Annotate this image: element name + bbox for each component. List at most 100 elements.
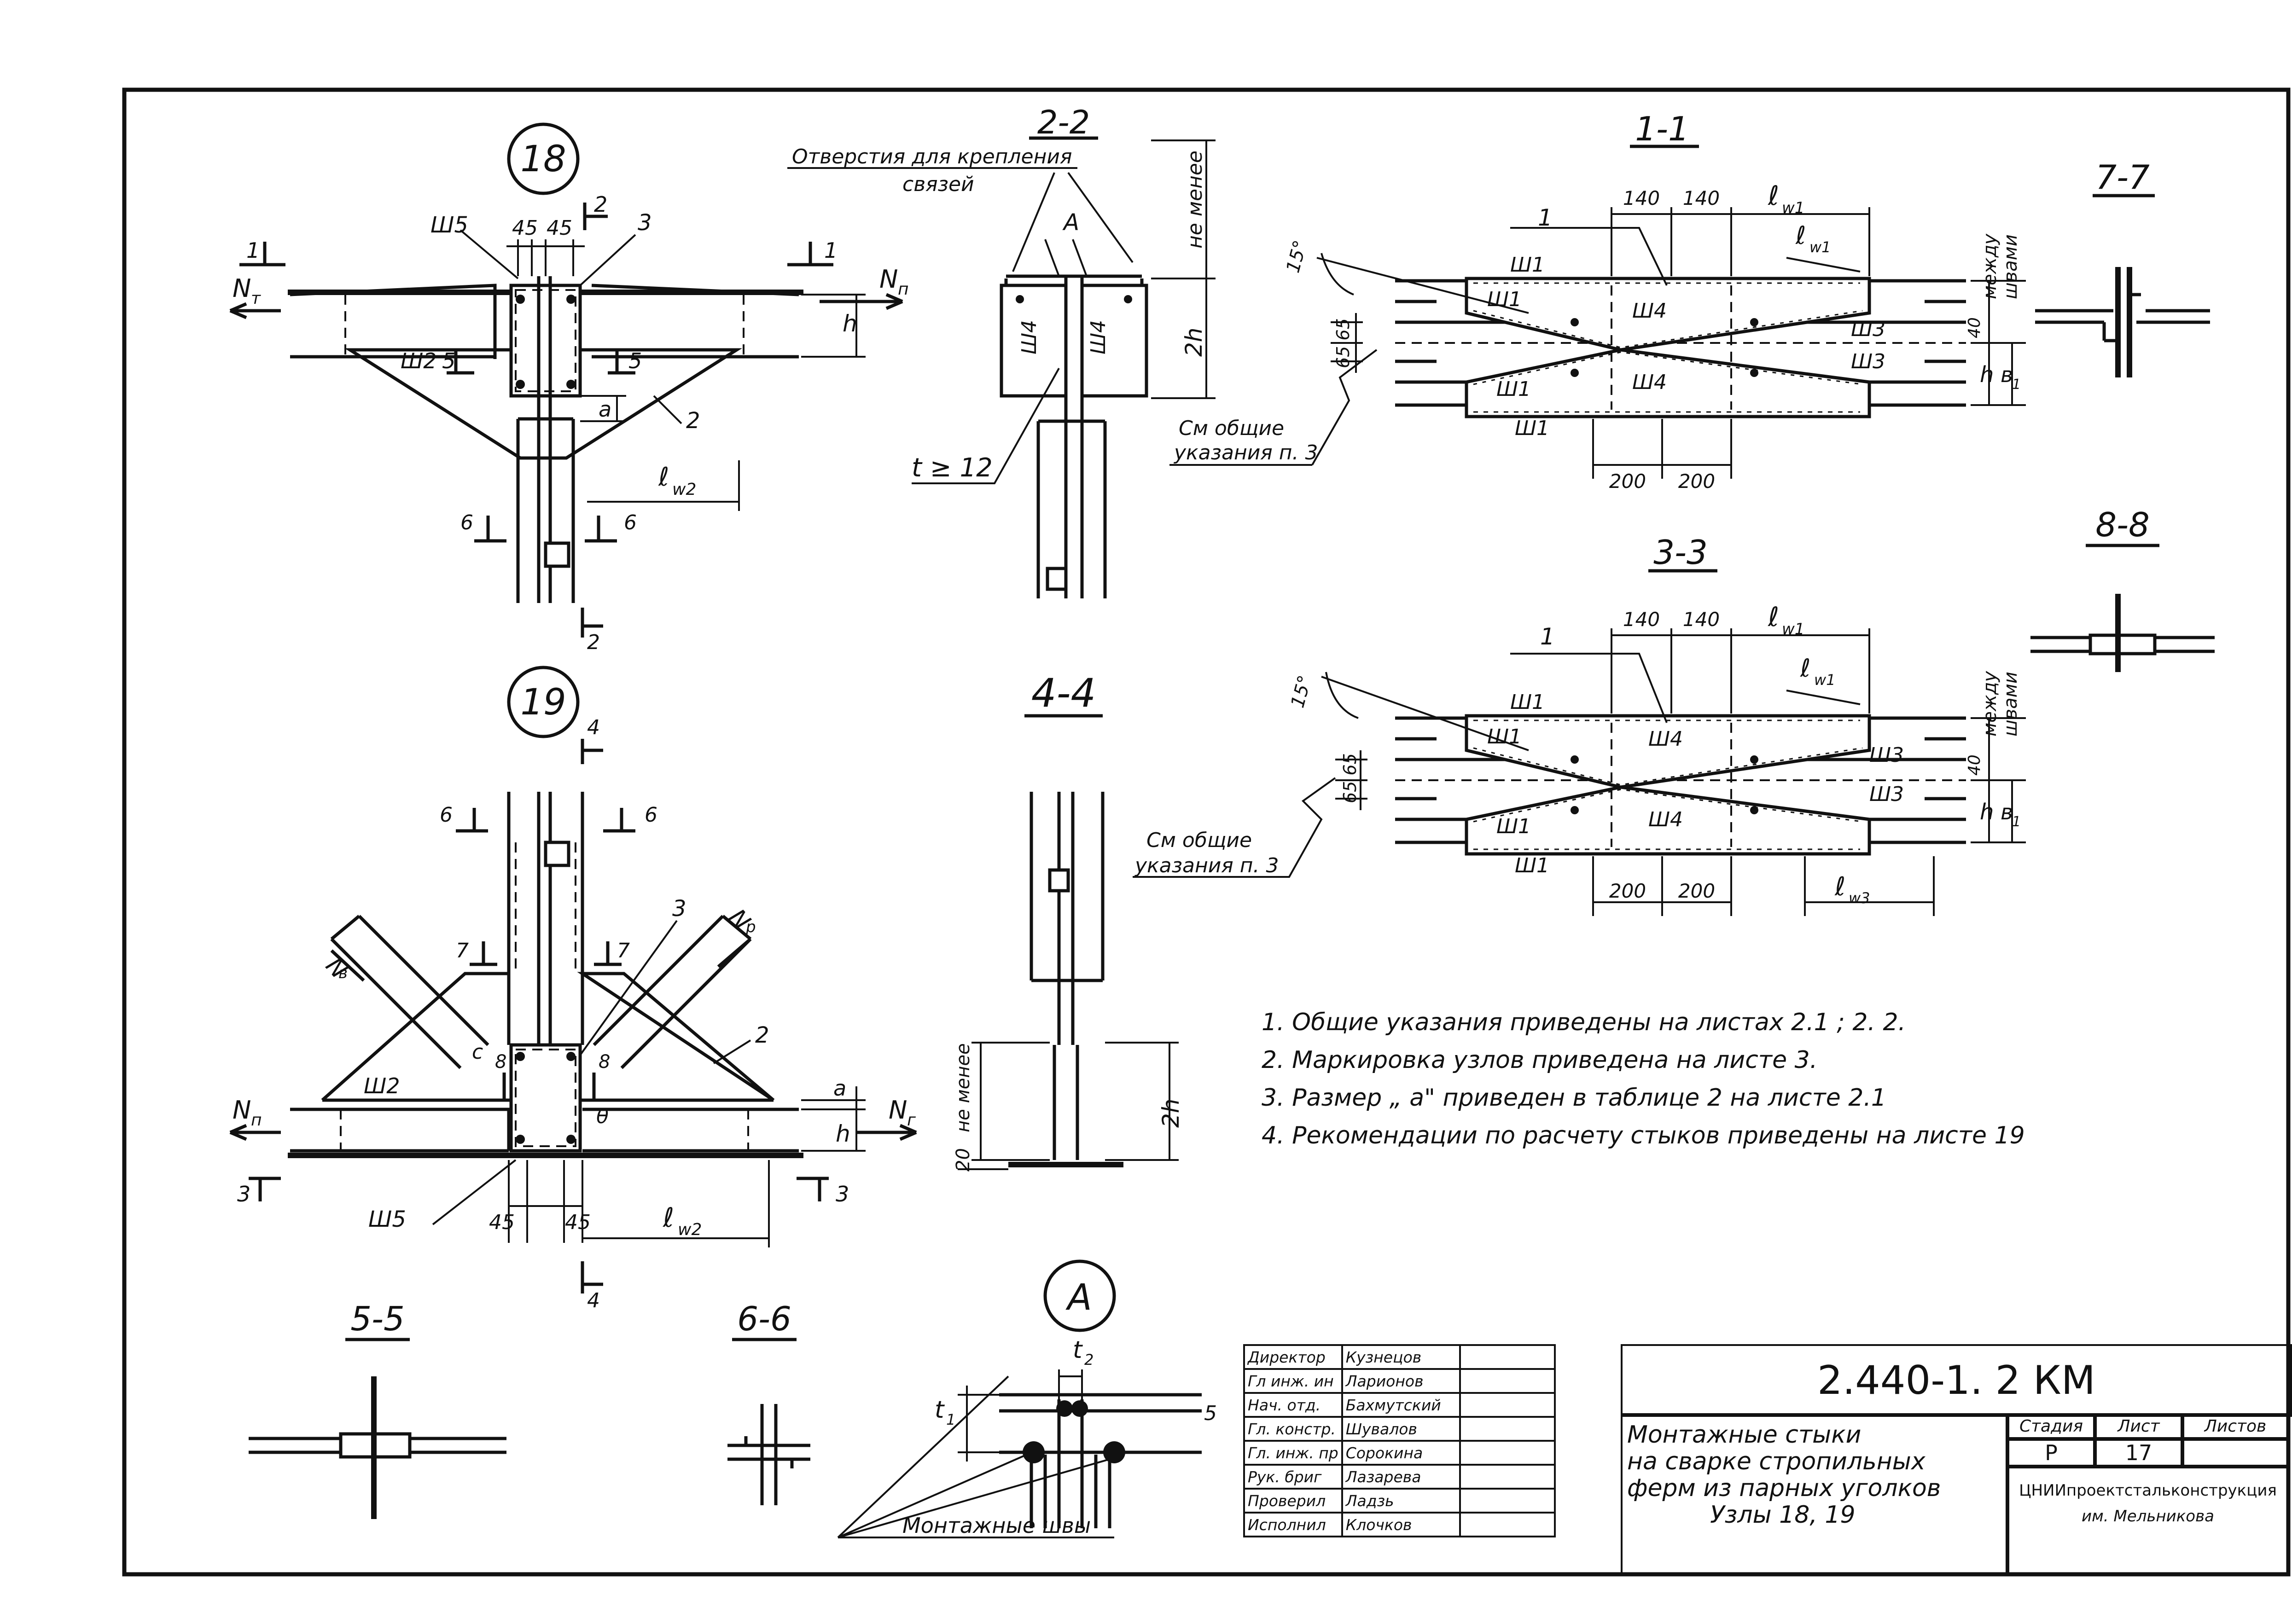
dim-label: 45 [489,1211,515,1234]
leader [1510,653,1668,723]
bolt [566,295,576,304]
note-item: 2. Маркировка узлов приведена на листе 3… [1262,1046,1818,1074]
role-cell: Рук. бриг [1243,1464,1343,1490]
section-mark: 8 [599,1051,610,1073]
weld-bead [1056,1400,1073,1417]
dim-label: 140 [1683,187,1720,209]
dim-label: ℓ [1795,221,1806,250]
angle-label: 15° [1282,238,1311,275]
node-18: 18 45 45 Ш5 2 3 1 1 N т N [229,122,909,654]
angle-profile [2104,293,2141,342]
title-line: на сварке стропильных [1627,1448,1926,1475]
leader [912,368,1060,484]
dim-label: a [599,397,611,422]
force-label: N [233,274,251,303]
force-arrow [820,293,903,310]
section-title: 8-8 [2095,505,2150,544]
leader [1510,227,1668,286]
force-arrow [229,1124,281,1141]
dim-5 [1174,1394,1197,1412]
node-18-number: 18 [520,139,566,180]
gusset-plate [1064,276,1084,598]
dim-label: 140 [1623,608,1660,631]
dim-65 [1331,313,1363,373]
note-callout: См общие [1179,417,1284,440]
weld-label: Ш2 [401,348,436,373]
dim-label: ℓ [1768,601,1779,632]
name-cell: Ладзь [1341,1488,1461,1514]
dim-h [1971,717,2026,843]
role-cell: Нач. отд. [1243,1392,1343,1418]
dim-label: 140 [1623,187,1660,209]
splice-plate [509,1043,582,1153]
chord-hidden-lines [344,295,745,357]
signature-cell [1459,1416,1556,1442]
bolt [1016,295,1024,303]
dim-label-sub: w3 [1849,889,1870,907]
role-cell: Исполнил [1243,1512,1343,1537]
section-mark: 6 [460,511,473,534]
angle-label: θ [596,1105,609,1128]
sheet-header: Лист [2095,1413,2182,1439]
section-arrow [239,242,285,267]
top-splice-plate [1465,277,1871,352]
section-mark: 7 [456,939,469,963]
document-code: 2.440-1. 2 КМ [1621,1344,2292,1417]
signature-cell [1459,1464,1556,1490]
weld-hatch [1473,747,1863,823]
dim-lw1 [1786,690,1861,705]
bolt [1750,806,1758,814]
dim-label: c [472,1040,483,1064]
bolt [1571,318,1579,326]
bottom-chord [290,1108,799,1153]
weld-label: Ш4 [1087,320,1110,354]
dim-label: a [833,1076,846,1101]
section-mark: 3 [836,1182,849,1206]
signature-cell [1459,1440,1556,1466]
section-mark: 1 [824,238,838,263]
section-arrow [581,1261,603,1293]
right-chord [591,284,799,359]
title-line: Узлы 18, 19 [1710,1501,1856,1529]
weld-label: Ш1 [1515,417,1549,440]
weld-label: Ш1 [1487,725,1522,748]
dim-h [801,294,866,358]
dim-45 [508,1160,770,1247]
dim-label-sub: w1 [1782,199,1804,217]
bolt [516,1052,525,1061]
dim-h [801,1109,866,1152]
weld-label: Ш1 [1515,854,1549,877]
left-chord [290,284,497,359]
angle-label: 15° [1287,673,1316,710]
dim-h [1971,280,2026,406]
section-mark: 2 [587,631,600,654]
section-title: 1-1 [1635,110,1689,148]
section-arrow [470,941,497,966]
bolt [516,380,525,389]
left-diagonal [330,915,489,1069]
post-spacer [544,841,570,867]
dim-top [1611,628,1870,713]
dim-label: в [2001,362,2013,387]
section-arrow [603,808,635,833]
dim-label: не менее [1183,151,1207,249]
section-mark: 2 [594,192,607,217]
title-line: Монтажные стыки [1627,1421,1862,1449]
section-4-4: 4-4 не менее 20 2h [953,670,1184,1172]
dim-label: 200 [1678,470,1715,493]
dim-200 [1592,419,1732,479]
dim-label: t [1073,1336,1083,1364]
callout-number: 3 [672,896,686,922]
weld-callout: Монтажные швы [902,1513,1091,1538]
dim-label-sub: 1 [946,1411,955,1428]
leader [570,920,678,1069]
dim-label: 40 [1965,754,1984,776]
weld-label: Ш1 [1496,815,1531,838]
dim-lw1 [1786,257,1861,273]
angle-leg [744,1436,794,1468]
bolt [1750,318,1758,326]
gusset-profile [1053,1045,1079,1160]
